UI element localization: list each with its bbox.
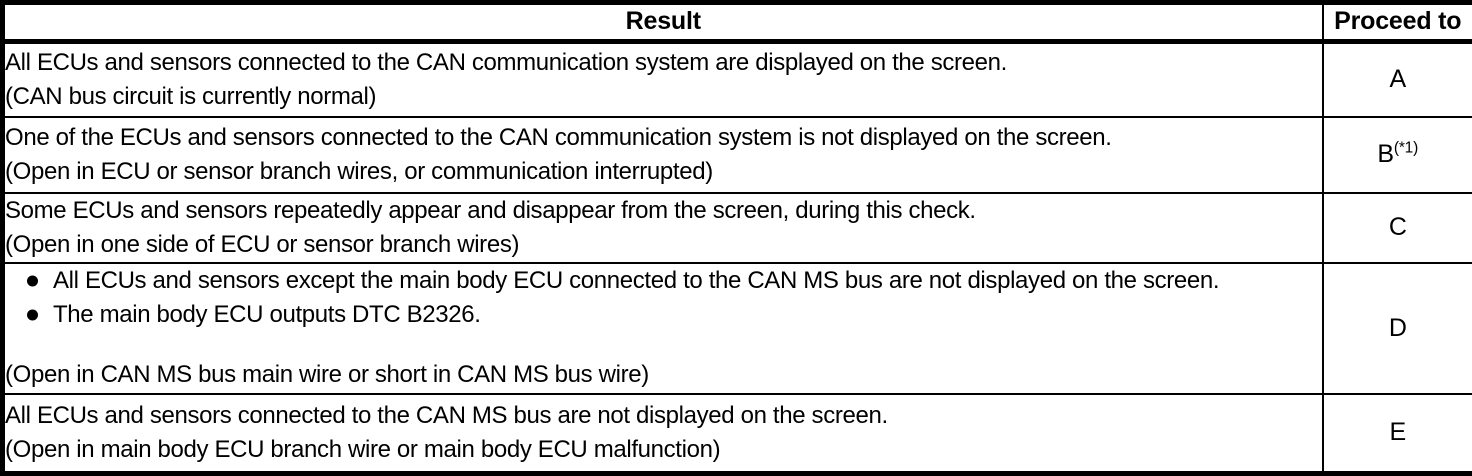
- result-cell-row-2: One of the ECUs and sensors connected to…: [0, 116, 1324, 195]
- column-header-result: Result: [0, 0, 1324, 44]
- proceed-letter: E: [1389, 418, 1407, 446]
- table-row: All ECUs and sensors connected to the CA…: [0, 40, 1472, 119]
- table-header-row: Result Proceed to: [0, 0, 1472, 44]
- bullet-dot-icon: [27, 275, 38, 287]
- table-row: One of the ECUs and sensors connected to…: [0, 116, 1472, 195]
- proceed-cell-row-2: B(*1): [1321, 116, 1472, 195]
- result-line: (Open in one side of ECU or sensor branc…: [5, 231, 520, 259]
- result-line: (CAN bus circuit is currently normal): [5, 82, 377, 110]
- proceed-letter: B: [1377, 140, 1394, 169]
- blank-spacer: [5, 332, 1322, 358]
- result-line: Some ECUs and sensors repeatedly appear …: [5, 197, 976, 225]
- proceed-letter: C: [1388, 213, 1407, 242]
- proceed-cell-row-4: D: [1321, 262, 1472, 395]
- result-cell-row-3: Some ECUs and sensors repeatedly appear …: [0, 192, 1324, 265]
- proceed-cell-row-1: A: [1321, 40, 1472, 119]
- result-cell-row-1: All ECUs and sensors connected to the CA…: [0, 40, 1324, 119]
- list-item: The main body ECU outputs DTC B2326.: [5, 298, 1322, 332]
- result-cell-row-5: All ECUs and sensors connected to the CA…: [0, 392, 1324, 476]
- table-row: All ECUs and sensors connected to the CA…: [0, 392, 1472, 476]
- table-row: All ECUs and sensors except the main bod…: [0, 262, 1472, 395]
- proceed-letter: D: [1388, 313, 1407, 342]
- result-cell-row-4: All ECUs and sensors except the main bod…: [0, 262, 1324, 395]
- proceed-cell-row-3: C: [1321, 192, 1472, 265]
- bullet-list: All ECUs and sensors except the main bod…: [5, 264, 1322, 332]
- proceed-cell-row-5: E: [1321, 392, 1472, 476]
- column-header-proceed-to: Proceed to: [1321, 0, 1472, 44]
- proceed-letter: A: [1389, 65, 1407, 94]
- bullet-text: All ECUs and sensors except the main bod…: [53, 267, 1220, 295]
- bullet-text: The main body ECU outputs DTC B2326.: [53, 301, 481, 329]
- result-line: One of the ECUs and sensors connected to…: [5, 124, 1112, 152]
- bullet-dot-icon: [27, 309, 38, 321]
- result-line: (Open in CAN MS bus main wire or short i…: [5, 361, 649, 389]
- result-line: (Open in ECU or sensor branch wires, or …: [5, 158, 713, 186]
- proceed-footnote-marker: (*1): [1393, 140, 1419, 158]
- result-line: (Open in main body ECU branch wire or ma…: [5, 435, 721, 463]
- result-line: All ECUs and sensors connected to the CA…: [5, 48, 1007, 76]
- result-line: All ECUs and sensors connected to the CA…: [5, 401, 888, 429]
- list-item: All ECUs and sensors except the main bod…: [5, 264, 1322, 298]
- table-row: Some ECUs and sensors repeatedly appear …: [0, 192, 1472, 265]
